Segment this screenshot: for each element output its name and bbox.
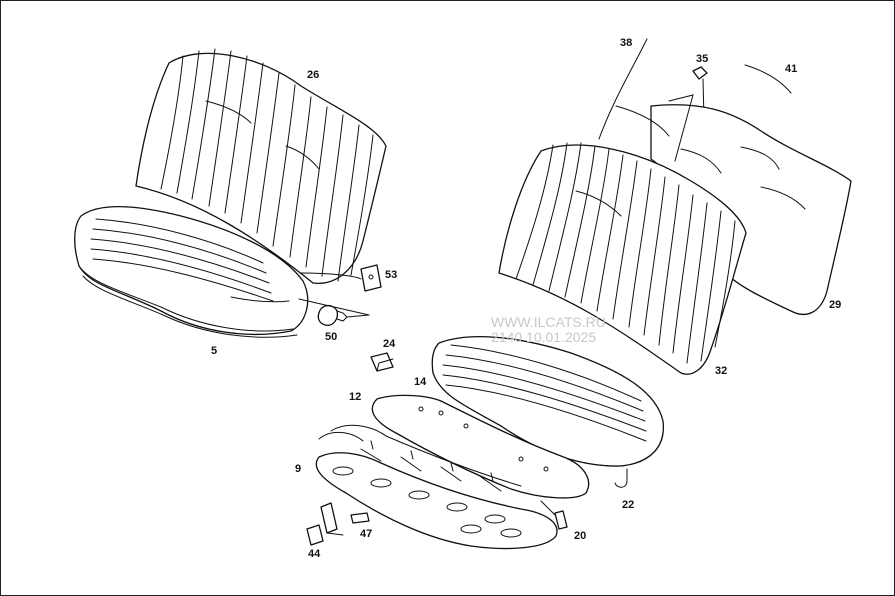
part-47-clip[interactable] xyxy=(350,512,370,524)
callout-35: 35 xyxy=(696,53,709,65)
callout-20: 20 xyxy=(574,530,587,542)
part-26-backrest-left[interactable] xyxy=(135,48,387,284)
part-22-hook[interactable] xyxy=(614,468,628,488)
part-14-cushion-right[interactable] xyxy=(431,336,664,467)
callout-53: 53 xyxy=(385,269,398,281)
callout-50: 50 xyxy=(325,331,338,343)
watermark: WWW.ILCATS.RU 2140 10.01.2025 xyxy=(491,315,606,344)
part-9-spring-base[interactable] xyxy=(315,424,558,550)
part-53-clip[interactable] xyxy=(300,264,382,292)
callout-9: 9 xyxy=(295,463,302,475)
part-5-cushion-left[interactable] xyxy=(74,205,309,338)
callout-12: 12 xyxy=(349,391,362,403)
callout-14: 14 xyxy=(414,376,427,388)
callout-22: 22 xyxy=(622,499,635,511)
callout-24: 24 xyxy=(383,338,396,350)
part-12-pad[interactable] xyxy=(371,394,590,499)
part-20-bracket[interactable] xyxy=(540,500,568,530)
callout-47: 47 xyxy=(360,528,373,540)
part-44-mount[interactable] xyxy=(306,502,344,546)
callout-32: 32 xyxy=(715,365,728,377)
part-41-arc[interactable] xyxy=(744,64,792,94)
callout-38: 38 xyxy=(620,37,633,49)
part-24-bracket[interactable] xyxy=(370,352,394,372)
part-38-rod[interactable] xyxy=(598,38,648,140)
callout-29: 29 xyxy=(829,299,842,311)
callout-44: 44 xyxy=(308,548,321,560)
watermark-code: 2140 10.01.2025 xyxy=(491,328,597,345)
callout-5: 5 xyxy=(211,345,218,357)
watermark-site: WWW.ILCATS.RU xyxy=(491,314,606,330)
part-32-backrest-right[interactable] xyxy=(498,142,747,375)
part-50-knob[interactable] xyxy=(298,298,370,326)
callout-26: 26 xyxy=(307,69,320,81)
callout-41: 41 xyxy=(785,63,798,75)
